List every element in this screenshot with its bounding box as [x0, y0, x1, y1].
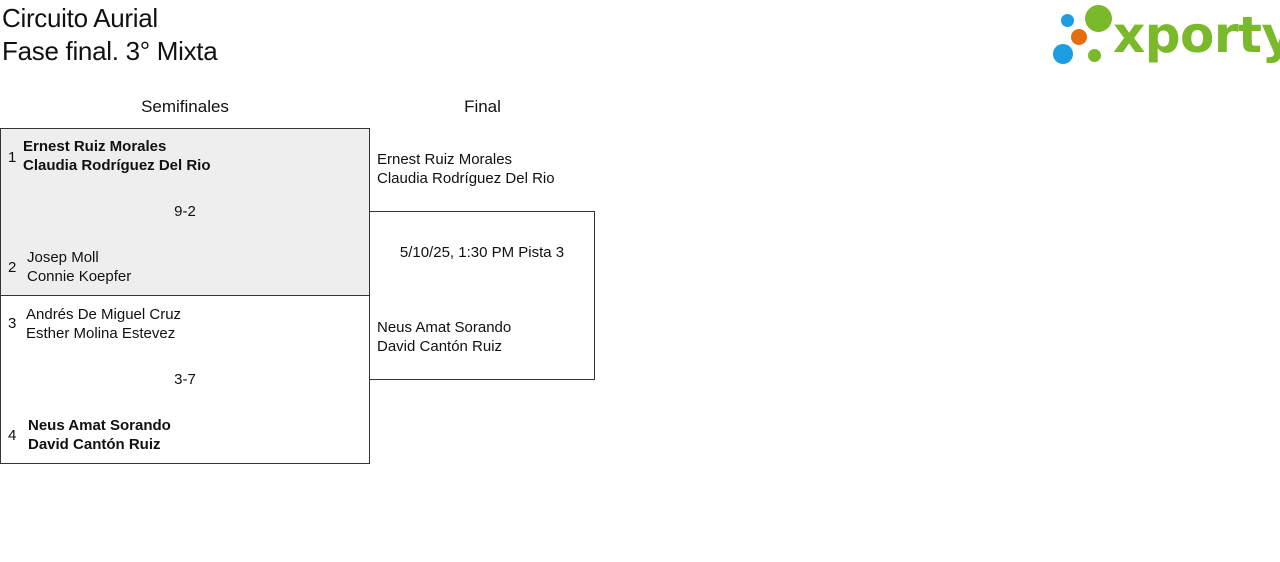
- final-team-1-player-2: Claudia Rodríguez Del Rio: [377, 170, 555, 187]
- team-player-2: Connie Koepfer: [27, 268, 132, 285]
- logo-dot-orange-icon: [1071, 29, 1087, 45]
- final-team-2-player-1: Neus Amat Sorando: [377, 319, 512, 336]
- team-player-1: Ernest Ruiz Morales: [23, 138, 167, 155]
- logo-dot-blue-large-icon: [1053, 44, 1073, 64]
- team-player-1: Andrés De Miguel Cruz: [26, 306, 182, 323]
- phase-title: Fase final. 3° Mixta: [2, 36, 218, 66]
- logo-dot-green-large-icon: [1085, 5, 1112, 32]
- semifinal-match-1[interactable]: 1 Ernest Ruiz Morales Claudia Rodríguez …: [0, 128, 370, 296]
- logo-dot-green-small-icon: [1088, 49, 1101, 62]
- final-schedule: 5/10/25, 1:30 PM Pista 3: [399, 244, 565, 261]
- round-header-final: Final: [464, 97, 501, 116]
- team-player-2: Esther Molina Estevez: [26, 325, 176, 342]
- round-header-semifinals: Semifinales: [141, 97, 229, 116]
- logo-wordmark: xporty: [1113, 6, 1280, 64]
- match-score: 9-2: [174, 203, 196, 220]
- final-match-box[interactable]: [369, 211, 595, 380]
- team-player-1: Josep Moll: [27, 249, 99, 266]
- semifinal-match-2[interactable]: 3 Andrés De Miguel Cruz Esther Molina Es…: [0, 295, 370, 464]
- team-player-2: Claudia Rodríguez Del Rio: [23, 157, 211, 174]
- logo-dot-blue-small-icon: [1061, 14, 1074, 27]
- match-score: 3-7: [174, 371, 196, 388]
- seed-number: 2: [8, 259, 17, 276]
- final-team-2-player-2: David Cantón Ruiz: [377, 338, 503, 355]
- team-player-2: David Cantón Ruiz: [28, 436, 161, 453]
- seed-number: 3: [8, 315, 17, 332]
- team-player-1: Neus Amat Sorando: [28, 417, 171, 434]
- xporty-logo[interactable]: xporty: [1052, 5, 1280, 67]
- seed-number: 4: [8, 427, 17, 444]
- tournament-title: Circuito Aurial: [2, 3, 158, 33]
- seed-number: 1: [8, 149, 17, 166]
- final-team-1-player-1: Ernest Ruiz Morales: [377, 151, 513, 168]
